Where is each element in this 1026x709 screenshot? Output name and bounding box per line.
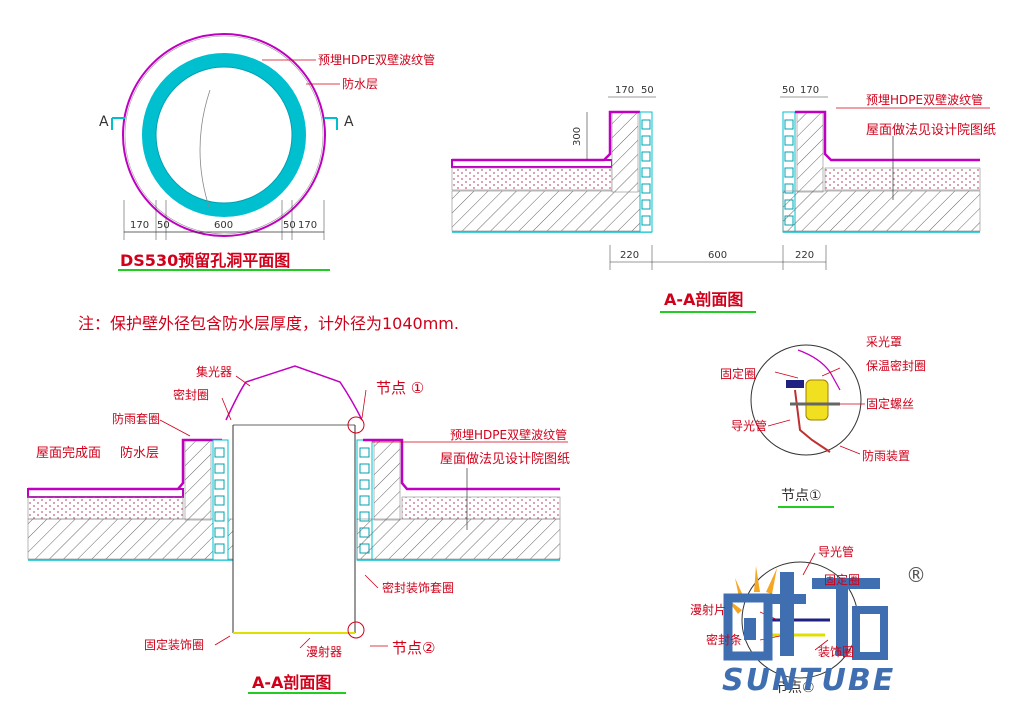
bottom-collector-label: 集光器 xyxy=(196,364,232,379)
detail1-rain-label: 防雨装置 xyxy=(862,448,910,463)
top-dim-height: 300 xyxy=(572,127,583,146)
top-dim-right-1: 170 xyxy=(800,85,819,96)
bottom-roof-label: 屋面做法见设计院图纸 xyxy=(440,452,570,467)
bottom-decor-collar-label: 密封装饰套圈 xyxy=(382,580,454,595)
top-dim-right-0: 50 xyxy=(782,85,795,96)
bottom-pipe-label: 预埋HDPE双壁波纹管 xyxy=(450,427,567,442)
plan-view xyxy=(111,33,340,271)
detail1-insul-label: 保温密封圈 xyxy=(866,358,926,373)
top-dim-bottom-0: 220 xyxy=(620,250,639,261)
collector-dome xyxy=(225,365,363,421)
bottom-seal-label: 密封圈 xyxy=(173,387,209,402)
bottom-diffuser-label: 漫射器 xyxy=(306,644,342,659)
top-dim-left-1: 50 xyxy=(641,85,654,96)
plan-dim-2: 600 xyxy=(214,220,233,231)
plan-dim-1: 50 xyxy=(157,220,170,231)
top-dim-bottom-1: 600 xyxy=(708,250,727,261)
detail1-fix-ring-label: 固定圈 xyxy=(720,366,756,381)
detail-1 xyxy=(750,344,865,508)
top-dim-bottom-2: 220 xyxy=(795,250,814,261)
plan-dim-0: 170 xyxy=(130,220,149,231)
bottom-rain-collar-label: 防雨套圈 xyxy=(112,411,160,426)
bottom-waterproof-label: 防水层 xyxy=(120,445,159,461)
detail2-title: 节点② xyxy=(774,680,815,696)
bottom-section-title: A-A剖面图 xyxy=(252,673,331,692)
top-roof-label: 屋面做法见设计院图纸 xyxy=(866,123,996,138)
plan-title: DS530预留孔洞平面图 xyxy=(120,251,290,270)
plan-section-mark-right: A xyxy=(344,114,354,130)
detail2-guide-label: 导光管 xyxy=(818,544,854,559)
logo-registered-mark: ® xyxy=(906,563,926,587)
detail2-seal-label: 密封条 xyxy=(706,632,742,647)
plan-dim-3: 50 xyxy=(283,220,296,231)
plan-pipe-label: 预埋HDPE双壁波纹管 xyxy=(318,52,435,67)
suntube-logo xyxy=(723,566,888,661)
top-pipe-label: 预埋HDPE双壁波纹管 xyxy=(866,92,983,107)
plan-dim-4: 170 xyxy=(298,220,317,231)
detail2-decor-label: 装饰圈 xyxy=(818,645,854,659)
bottom-node1-label: 节点 ① xyxy=(376,379,424,397)
section-top xyxy=(451,96,990,313)
note-text: 注：保护壁外径包含防水层厚度，计外径为1040mm. xyxy=(78,314,459,333)
detail1-cover-label: 采光罩 xyxy=(866,335,902,349)
plan-section-mark-left: A xyxy=(99,114,109,130)
detail1-screw-label: 固定螺丝 xyxy=(866,396,914,411)
top-dim-left-0: 170 xyxy=(615,85,634,96)
section-bottom xyxy=(27,365,568,694)
detail1-guide-label: 导光管 xyxy=(731,418,767,433)
detail2-fix-ring-label: 固定圈 xyxy=(824,572,860,587)
detail2-diffuser-label: 漫射片 xyxy=(690,602,726,617)
top-section-title: A-A剖面图 xyxy=(664,290,743,309)
bottom-fixed-ring-label: 固定装饰圈 xyxy=(144,637,204,652)
plan-waterproof-ring xyxy=(122,33,326,237)
detail1-title: 节点① xyxy=(781,488,822,504)
bottom-node2-label: 节点② xyxy=(392,639,435,657)
plan-waterproof-label: 防水层 xyxy=(342,76,378,91)
bottom-roof-finish-label: 屋面完成面 xyxy=(36,446,101,461)
logo-brand-en: SUNTUBE xyxy=(722,663,895,698)
